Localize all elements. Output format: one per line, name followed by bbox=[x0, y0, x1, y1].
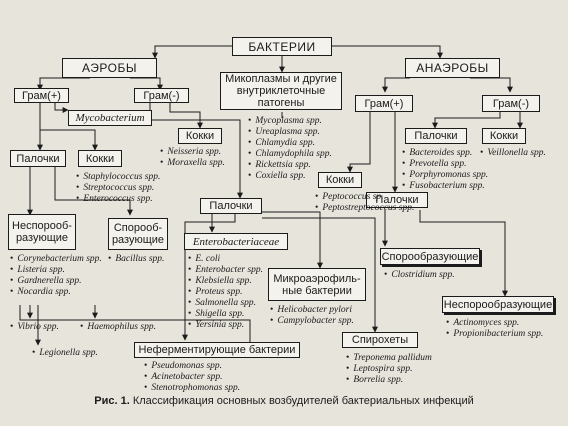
species-item: Helicobacter pylori bbox=[270, 305, 354, 316]
species-item: Chlamydophila spp. bbox=[248, 149, 332, 160]
list-an-nonspore: Actinomyces spp.Propionibacterium spp. bbox=[446, 318, 543, 340]
node-nonfermenting: Неферментирующие бактерии bbox=[134, 342, 300, 358]
species-item: Veillonella spp. bbox=[480, 148, 546, 159]
species-item: E. coli bbox=[188, 254, 263, 265]
list-aer-pos-cocci: Staphylococcus spp.Streptococcus spp.Ent… bbox=[76, 172, 160, 205]
species-item: Nocardia spp. bbox=[10, 287, 102, 298]
node-enterobacteriaceae: Enterobacteriaceae bbox=[184, 233, 288, 250]
node-an-nonspore: Неспорообразующие bbox=[442, 296, 554, 313]
species-item: Yersinia spp. bbox=[188, 320, 263, 331]
list-an-pos-cocci: Peptococcus sp.Peptostreptococcus spp. bbox=[315, 192, 414, 214]
node-an-neg-cocci: Кокки bbox=[482, 128, 526, 144]
caption-prefix: Рис. 1. bbox=[94, 395, 130, 407]
species-item: Mycoplasma spp. bbox=[248, 116, 332, 127]
label-legionella: Legionella spp. bbox=[32, 348, 98, 359]
species-item: Peptostreptococcus spp. bbox=[315, 203, 414, 214]
species-item: Listeria spp. bbox=[10, 265, 102, 276]
list-spirochetes: Treponema pallidumLeptospira spp.Borreli… bbox=[346, 353, 432, 386]
node-mycobacterium: Mycobacterium bbox=[68, 110, 152, 126]
node-an-spore: Спорообразующие bbox=[380, 248, 480, 265]
species-item: Salmonella spp. bbox=[188, 298, 263, 309]
species-item: Porphyromonas spp. bbox=[402, 170, 488, 181]
node-anaerobes: АНАЭРОБЫ bbox=[405, 58, 500, 78]
node-aer-neg-cocci: Кокки bbox=[178, 128, 222, 144]
species-item: Streptococcus spp. bbox=[76, 183, 160, 194]
species-item: Corynebacterium spp. bbox=[10, 254, 101, 265]
species-item: Chlamydia spp. bbox=[248, 138, 332, 149]
list-an-neg-cocci: Veillonella spp. bbox=[480, 148, 546, 159]
species-item: Staphylococcus spp. bbox=[76, 172, 160, 183]
species-item: Moraxella spp. bbox=[160, 158, 225, 169]
node-mycoplasma: Микоплазмы и другие внутриклеточные пато… bbox=[220, 72, 342, 110]
label-haemophilus: Haemophilus spp. bbox=[80, 322, 156, 333]
species-item: Neisseria spp. bbox=[160, 147, 225, 158]
species-item: Pseudomonas spp. bbox=[144, 361, 240, 372]
species-item: Leptospira spp. bbox=[346, 364, 432, 375]
species-item: Campylobacter spp. bbox=[270, 316, 354, 327]
list-nonspore: Corynebacterium spp.Listeria spp.Gardner… bbox=[10, 254, 102, 298]
list-an-neg-rods: Bacteroides spp.Prevotella spp.Porphyrom… bbox=[402, 148, 488, 192]
node-an-neg-rods: Палочки bbox=[405, 128, 467, 144]
species-item: Klebsiella spp. bbox=[188, 276, 263, 287]
species-item: Prevotella spp. bbox=[402, 159, 488, 170]
list-enterobacteriaceae: E. coliEnterobacter spp.Klebsiella spp.P… bbox=[188, 254, 263, 331]
list-nonfermenting: Pseudomonas spp.Acinetobacter spp.Stenot… bbox=[144, 361, 240, 394]
list-microaerophilic: Helicobacter pyloriCampylobacter spp. bbox=[270, 305, 354, 327]
list-spore: Bacillus spp. bbox=[108, 254, 164, 265]
species-item: Clostridium spp. bbox=[384, 270, 454, 281]
species-item: Proteus spp. bbox=[188, 287, 263, 298]
node-an-gram-pos: Грам(+) bbox=[355, 95, 413, 112]
node-an-gram-neg: Грам(-) bbox=[482, 95, 540, 112]
node-spirochetes: Спирохеты bbox=[342, 332, 418, 348]
species-item: Borrelia spp. bbox=[346, 375, 432, 386]
species-item: Gardnerella spp. bbox=[10, 276, 102, 287]
species-item: Acinetobacter spp. bbox=[144, 372, 240, 383]
species-item: Ureaplasma spp. bbox=[248, 127, 332, 138]
species-item: Fusobacterium spp. bbox=[402, 181, 488, 192]
species-item: Actinomyces spp. bbox=[446, 318, 543, 329]
node-aer-gram-pos: Грам(+) bbox=[14, 88, 69, 103]
species-item: Coxiella spp. bbox=[248, 171, 332, 182]
species-item: Treponema pallidum bbox=[346, 353, 432, 364]
species-item: Bacteroides spp. bbox=[402, 148, 488, 159]
node-aerobes: АЭРОБЫ bbox=[62, 58, 157, 78]
node-aer-pos-cocci: Кокки bbox=[78, 150, 122, 167]
list-an-spore: Clostridium spp. bbox=[384, 270, 454, 281]
caption-text: Классификация основных возбудителей бакт… bbox=[132, 395, 474, 407]
species-item: Enterococcus spp. bbox=[76, 194, 160, 205]
species-item: Propionibacterium spp. bbox=[446, 329, 543, 340]
node-nonspore: Неспорооб-разующие bbox=[8, 214, 76, 250]
node-spore: Спорооб-разующие bbox=[108, 218, 168, 250]
species-item: Bacillus spp. bbox=[108, 254, 164, 265]
species-item: Shigella spp. bbox=[188, 309, 263, 320]
species-item: Stenotrophomonas spp. bbox=[144, 383, 240, 394]
node-aer-gram-neg: Грам(-) bbox=[134, 88, 189, 103]
node-aer-pos-rods: Палочки bbox=[10, 150, 66, 167]
node-aer-neg-rods: Палочки bbox=[200, 198, 262, 214]
label-vibrio: Vibrio spp. bbox=[10, 322, 59, 333]
figure-caption: Рис. 1. Классификация основных возбудите… bbox=[0, 395, 568, 407]
species-item: Rickettsia spp. bbox=[248, 160, 332, 171]
species-item: Peptococcus sp. bbox=[315, 192, 414, 203]
node-bacteria: БАКТЕРИИ bbox=[232, 37, 332, 56]
list-mycoplasma: Mycoplasma spp.Ureaplasma spp.Chlamydia … bbox=[248, 116, 332, 182]
list-aer-neg-cocci: Neisseria spp.Moraxella spp. bbox=[160, 147, 225, 169]
node-microaerophilic: Микроаэрофиль-ные бактерии bbox=[268, 268, 366, 301]
node-an-pos-cocci: Кокки bbox=[318, 172, 362, 188]
species-item: Enterobacter spp. bbox=[188, 265, 263, 276]
